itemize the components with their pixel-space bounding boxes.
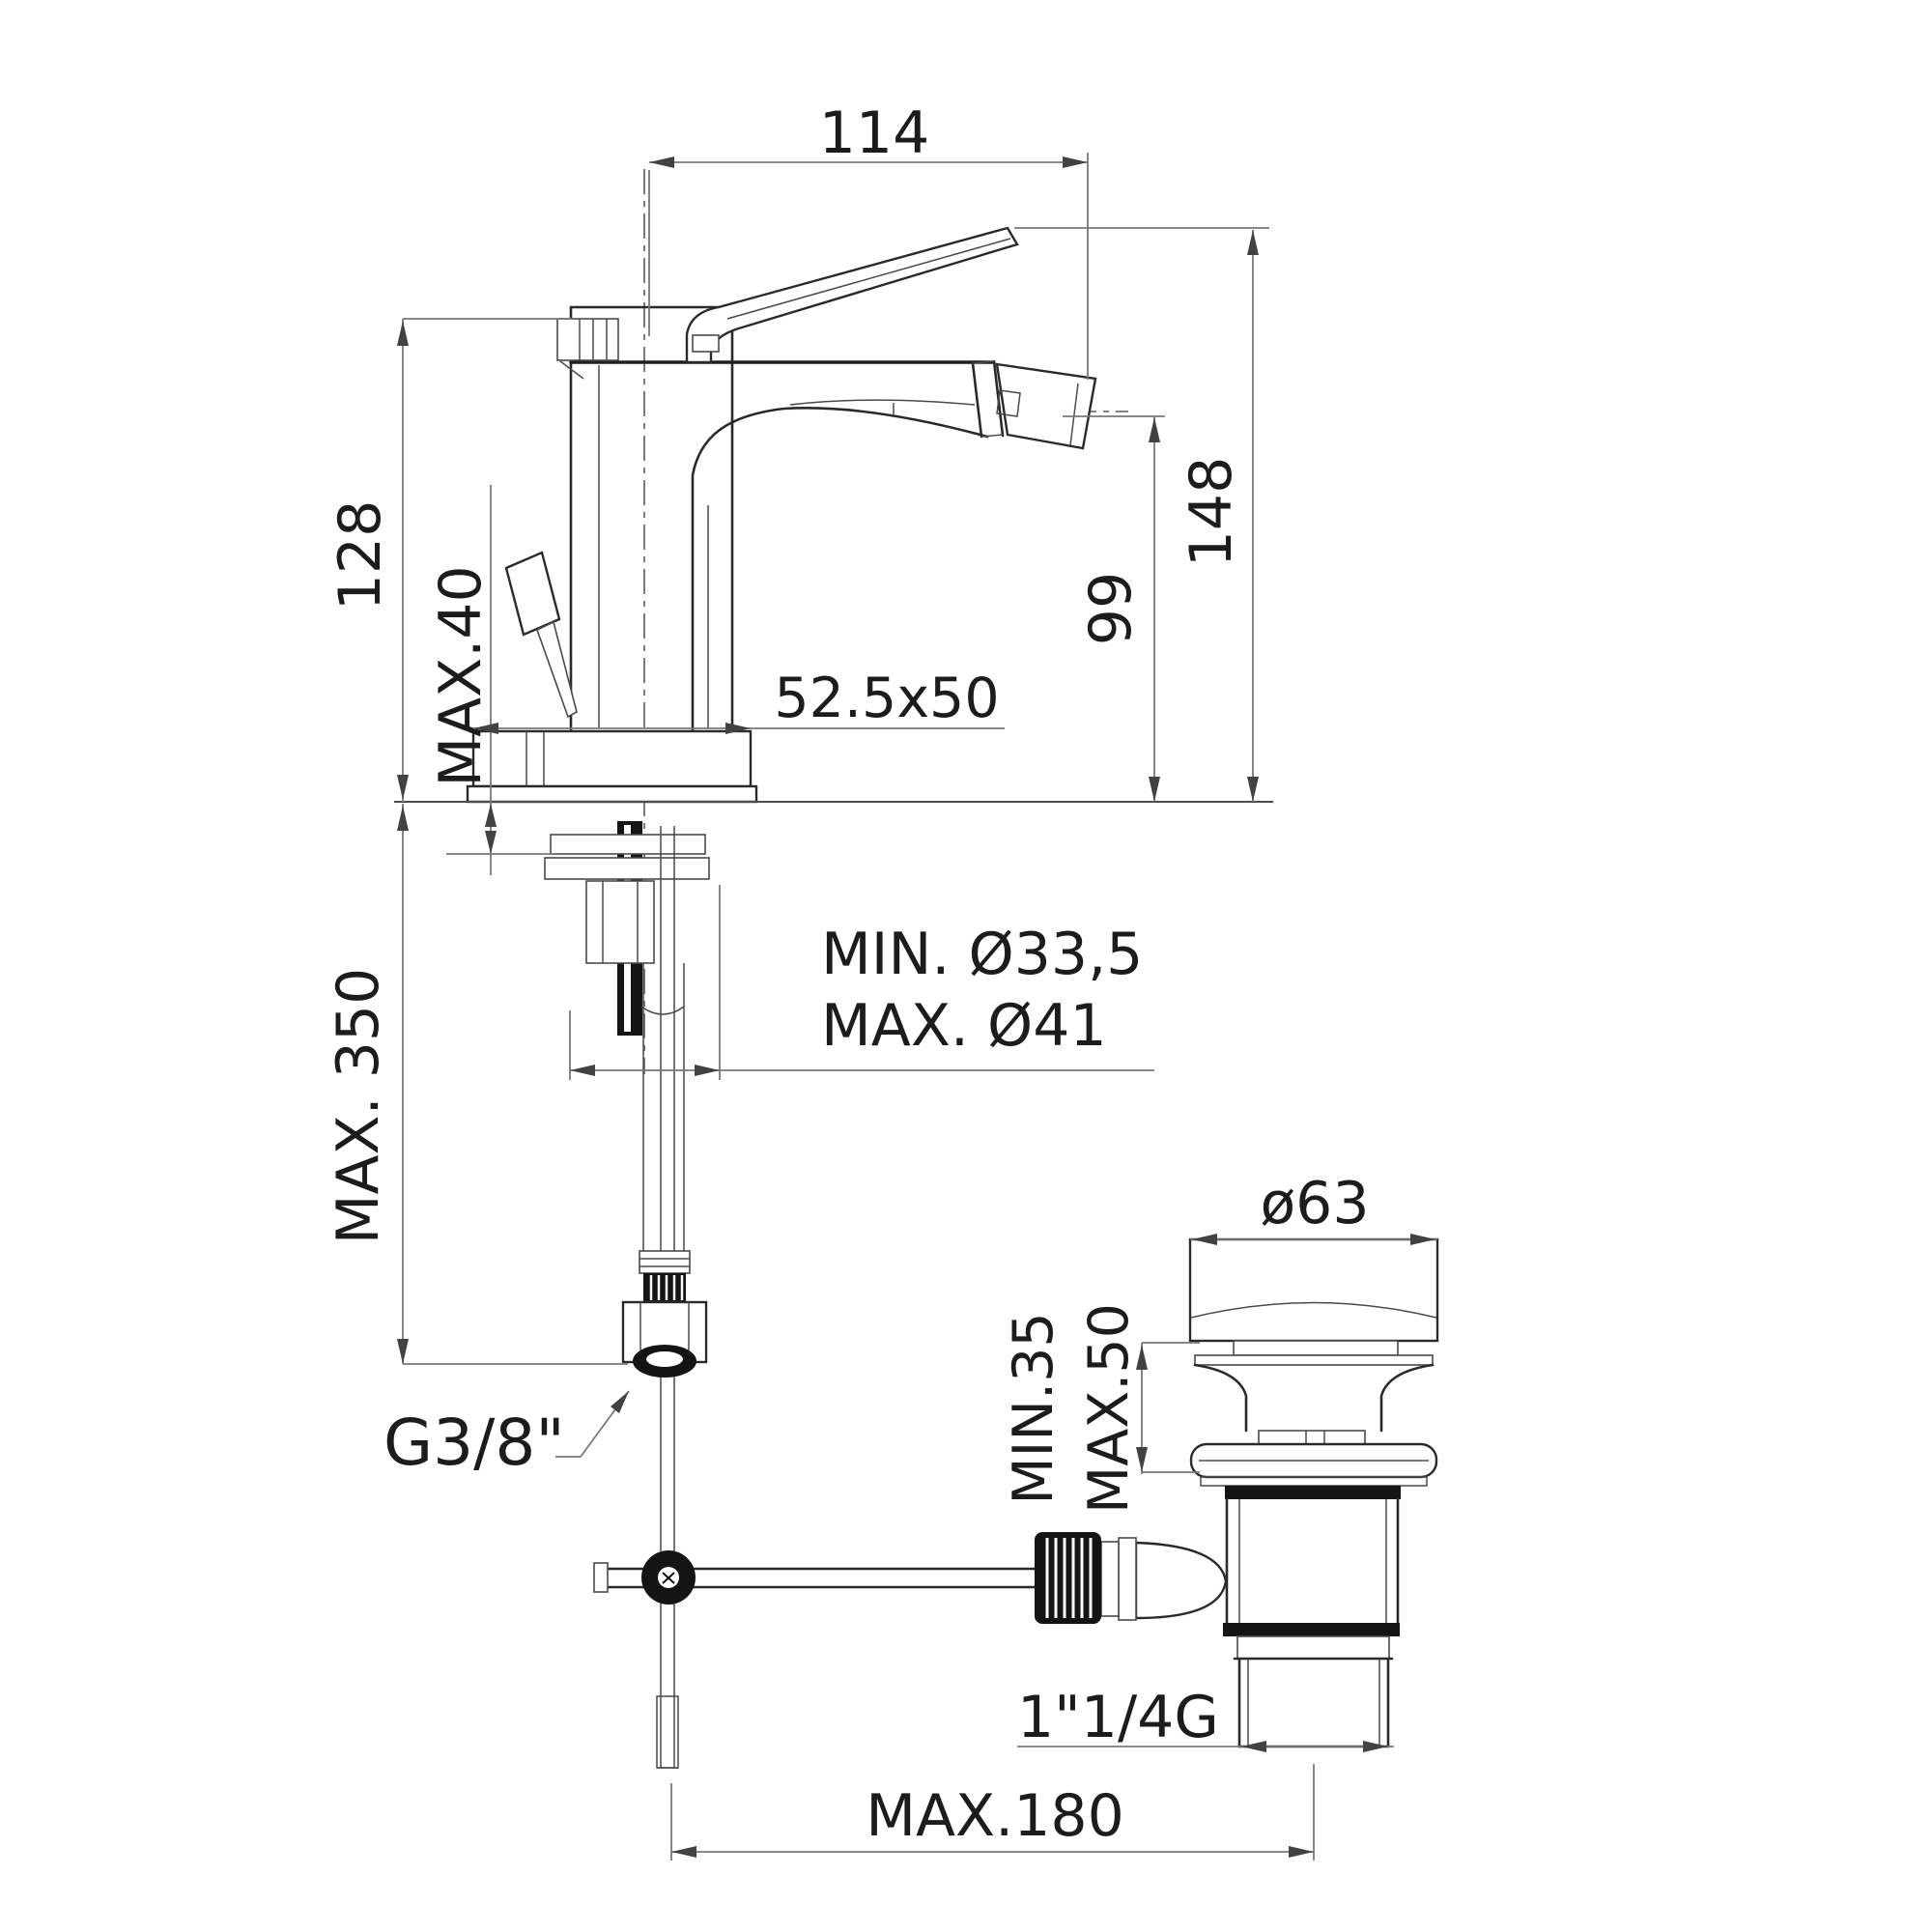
dim-cap-diameter-label: ø63	[1260, 1170, 1369, 1237]
dim-base-plate: 52.5x50	[473, 667, 1005, 734]
dim-height-handle-base: 128	[327, 318, 572, 802]
dim-basin-thickness: MIN.35 MAX.50	[1002, 1303, 1200, 1514]
dim-deck-thickness-label: MAX.40	[427, 565, 495, 786]
handle-lever	[685, 226, 1019, 364]
dim-supply-hose-length: MAX. 350	[325, 804, 628, 1365]
spout-aerator	[971, 359, 1097, 450]
faucet-body	[556, 305, 994, 733]
popup-knob	[504, 551, 578, 719]
dim-rod-reach-label: MAX.180	[866, 1782, 1124, 1850]
dim-mounting-hole: MIN. Ø33,5 MAX. Ø41	[569, 885, 1154, 1080]
dim-spout-reach-label: 114	[819, 99, 930, 167]
g38-compression-fitting	[621, 1250, 708, 1378]
ball-joint	[641, 1550, 696, 1605]
escutcheon-base	[466, 729, 758, 804]
dim-supply-hose-label: MAX. 350	[325, 968, 392, 1245]
label-supply-thread-text: G3/8"	[384, 1406, 565, 1480]
drain-assembly	[1035, 1237, 1439, 1748]
dim-base-plate-label: 52.5x50	[774, 667, 999, 730]
label-supply-thread: G3/8"	[384, 1390, 630, 1480]
dim-basin-max-label: MAX.50	[1077, 1303, 1141, 1514]
dim-waste-thread-label: 1"1/4G	[1017, 1684, 1219, 1751]
supply-hose	[640, 963, 685, 1251]
dim-waste-thread: 1"1/4G	[1017, 1684, 1394, 1752]
dim-height-outlet-label: 99	[1077, 572, 1145, 645]
dim-deck-thickness: MAX.40	[427, 485, 554, 875]
dim-height-total-label: 148	[1178, 457, 1245, 568]
dim-spout-reach: 114	[648, 99, 1269, 380]
dim-height-outlet: 99	[1063, 415, 1165, 802]
dim-hole-max-label: MAX. Ø41	[821, 992, 1107, 1060]
dim-cap-diameter: ø63	[1190, 1170, 1437, 1245]
mounting-hardware	[544, 821, 710, 1036]
dim-basin-min-label: MIN.35	[1002, 1312, 1065, 1504]
popup-rod	[656, 826, 679, 1769]
dim-rod-reach: MAX.180	[670, 1764, 1315, 1861]
dim-height-total: 148	[1178, 230, 1259, 802]
dim-hole-min-label: MIN. Ø33,5	[821, 921, 1143, 988]
dim-height-handle-base-label: 128	[327, 500, 394, 611]
